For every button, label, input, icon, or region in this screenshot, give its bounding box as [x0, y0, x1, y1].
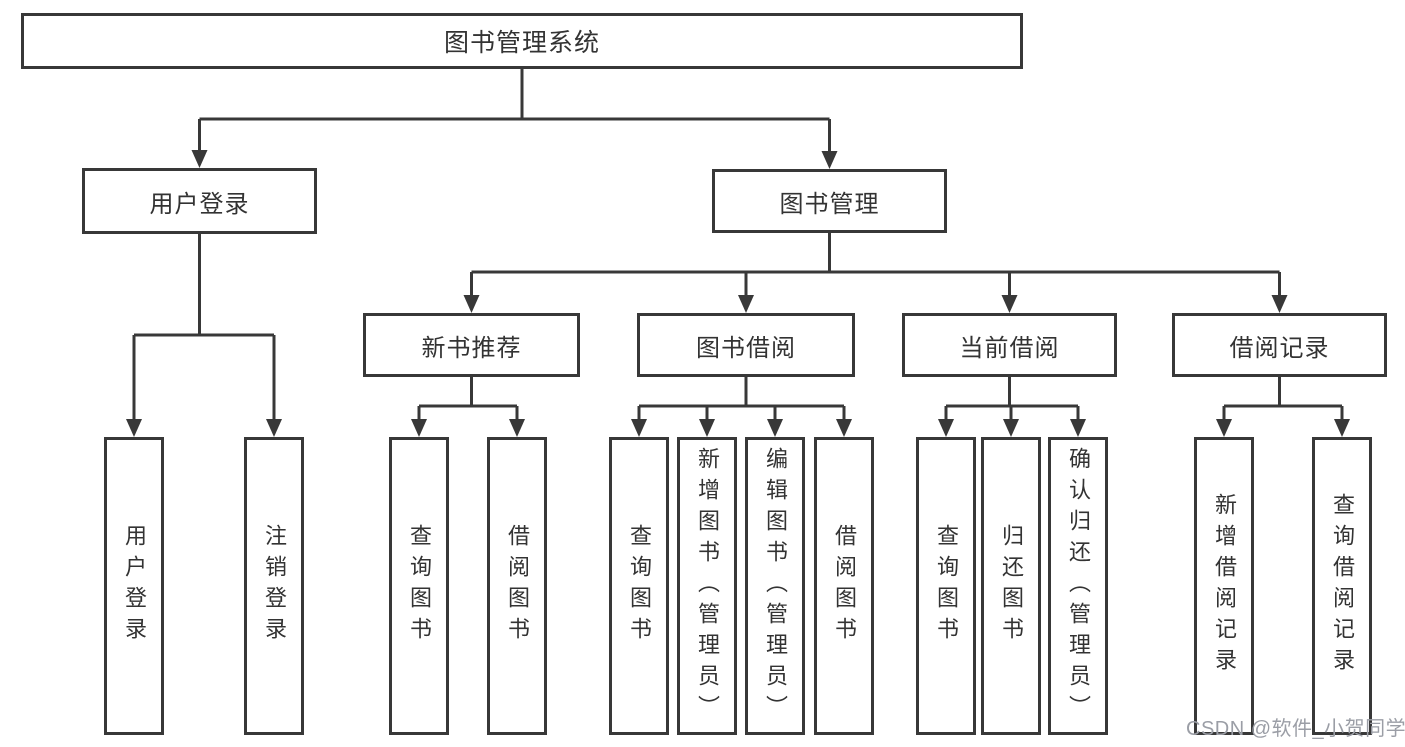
leaf-borrow-books-borrowing: 借阅图书 — [814, 437, 874, 735]
leaf-query-books-recommend: 查询图书 — [389, 437, 449, 735]
leaf-edit-book-admin: 编辑图书（管理员） — [745, 437, 805, 735]
leaf-query-books-current: 查询图书 — [916, 437, 976, 735]
watermark: CSDN @软件_小贺同学 — [1186, 718, 1405, 740]
leaf-add-book-admin: 新增图书（管理员） — [677, 437, 737, 735]
leaf-query-books-borrowing: 查询图书 — [609, 437, 669, 735]
node-user-login: 用户登录 — [82, 168, 317, 234]
node-system-root: 图书管理系统 — [21, 13, 1023, 69]
leaf-add-borrow-record: 新增借阅记录 — [1194, 437, 1254, 735]
leaf-logout: 注销登录 — [244, 437, 304, 735]
leaf-return-books: 归还图书 — [981, 437, 1041, 735]
node-book-management: 图书管理 — [712, 169, 947, 233]
node-new-book-recommend: 新书推荐 — [363, 313, 580, 377]
leaf-borrow-books-recommend: 借阅图书 — [487, 437, 547, 735]
leaf-user-login: 用户登录 — [104, 437, 164, 735]
node-borrow-records: 借阅记录 — [1172, 313, 1387, 377]
leaf-query-borrow-record: 查询借阅记录 — [1312, 437, 1372, 735]
node-current-borrowing: 当前借阅 — [902, 313, 1117, 377]
node-book-borrowing: 图书借阅 — [637, 313, 855, 377]
leaf-confirm-return-admin: 确认归还（管理员） — [1048, 437, 1108, 735]
